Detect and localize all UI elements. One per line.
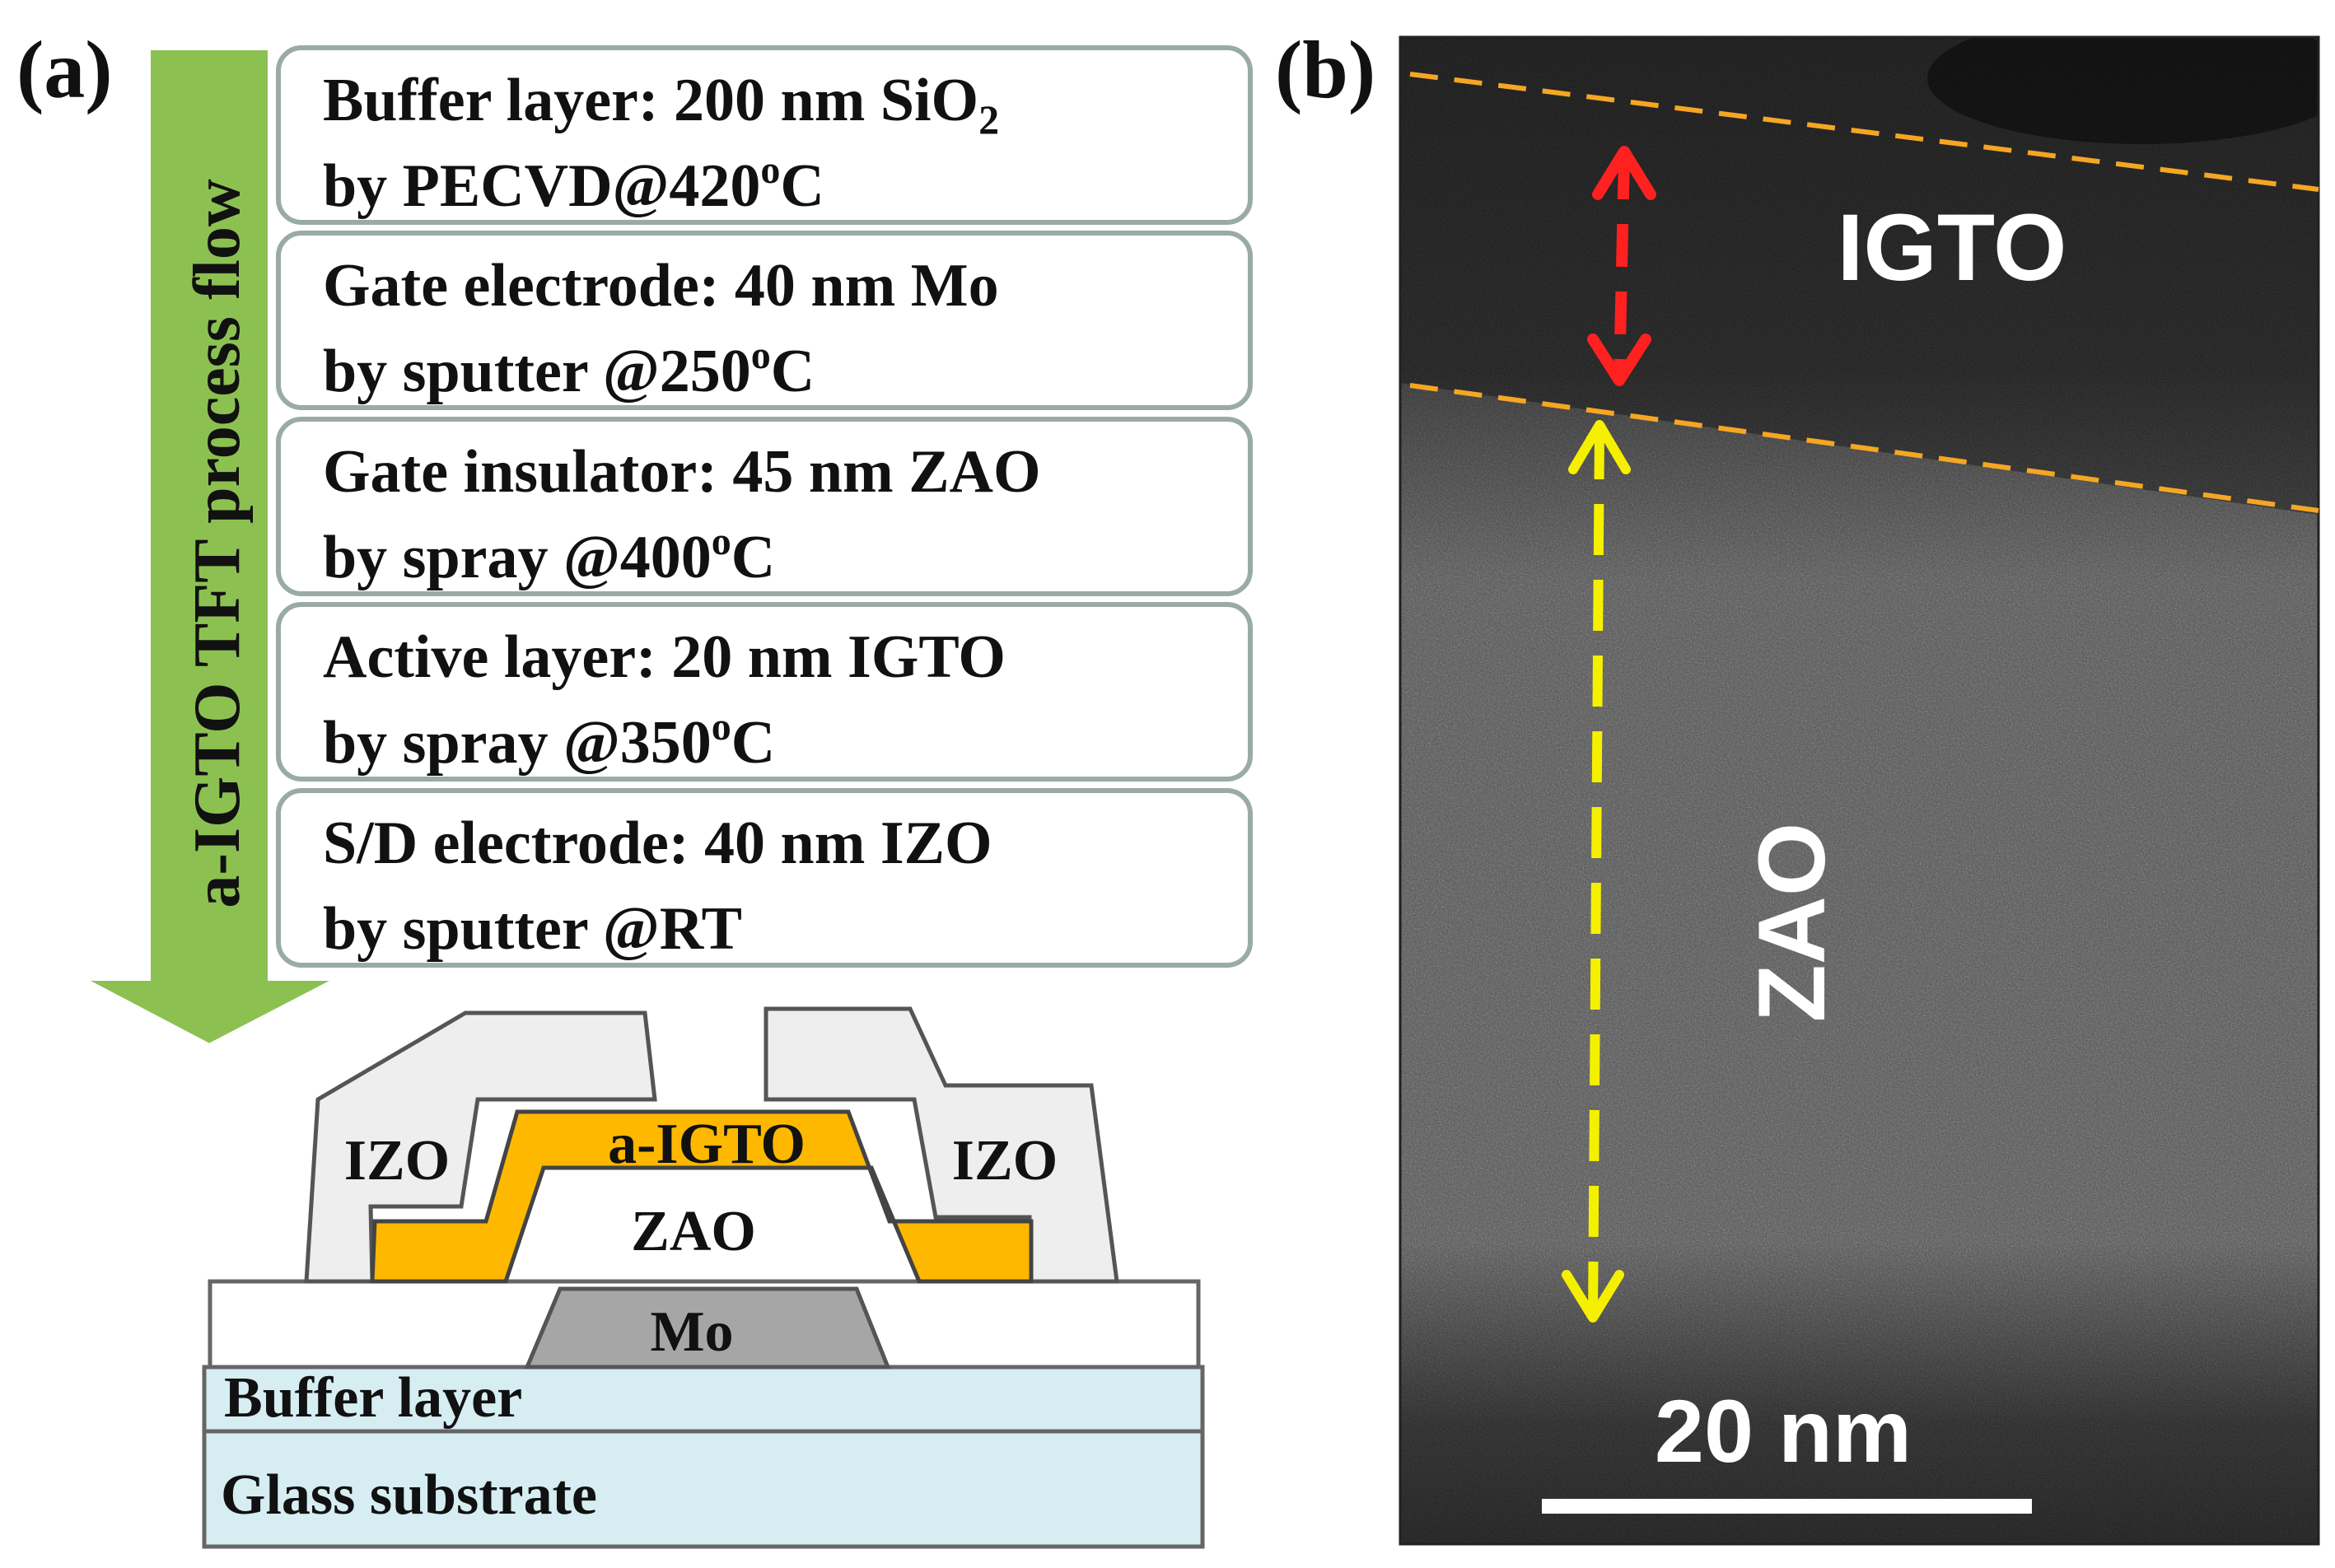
mo-gate (524, 1286, 891, 1370)
panel-b-label: (b) (1275, 24, 1375, 115)
scale-bar (1542, 1499, 2032, 1514)
izo-right-label: IZO (952, 1129, 1058, 1192)
top-interface-line (1409, 72, 2319, 192)
device-cross-section: IZO IZO a-IGTO ZAO Mo Buffer layer Glass… (202, 1006, 1205, 1549)
glass-substrate-label: Glass substrate (221, 1463, 597, 1527)
buffer-layer (202, 1365, 1205, 1434)
process-step-line1: Buffer layer: 200 nm SiO2 (323, 67, 999, 142)
process-step-line2: by sputter @RT (323, 895, 742, 963)
process-step-box (276, 602, 1253, 782)
panel-a-label: (a) (16, 24, 113, 115)
process-step-line2: by spray @350oC (323, 705, 775, 777)
process-step-box (276, 231, 1253, 410)
process-step-3: Gate insulator: 45 nm ZAO by spray @400oC (276, 417, 1253, 596)
process-step-box (276, 45, 1253, 225)
insulator-label: ZAO (631, 1200, 756, 1263)
buffer-layer-label: Buffer layer (224, 1366, 522, 1430)
process-step-line2: by PECVD@420oC (323, 148, 824, 220)
igto-zao-interface-line (1409, 383, 2319, 513)
gate-label: Mo (650, 1300, 733, 1364)
arrow-label: a-IGTO TFT process flow (181, 179, 254, 908)
process-step-line1: Gate electrode: 40 nm Mo (323, 252, 999, 320)
process-step-4: Active layer: 20 nm IGTO by spray @350oC (276, 602, 1253, 782)
active-layer-label: a-IGTO (608, 1113, 806, 1176)
process-step-line1: Active layer: 20 nm IGTO (323, 623, 1006, 691)
process-flow-arrow: a-IGTO TFT process flow (79, 45, 341, 1049)
process-step-box (276, 417, 1253, 596)
a-igto-active-layer (370, 1109, 1034, 1284)
process-step-2: Gate electrode: 40 nm Mo by sputter @250o… (276, 231, 1253, 410)
izo-left-electrode (304, 1010, 657, 1284)
tem-frame (1399, 35, 2320, 1546)
process-step-line2: by sputter @250oC (323, 334, 815, 405)
zao-thickness-arrow (1562, 420, 1631, 1323)
process-step-box (276, 788, 1253, 968)
izo-left-label: IZO (344, 1129, 450, 1192)
scale-bar-label: 20 nm (1655, 1381, 1912, 1481)
process-step-line2: by spray @400oC (323, 520, 775, 591)
process-step-line1: S/D electrode: 40 nm IZO (323, 810, 992, 877)
zao-label: ZAO (1740, 823, 1845, 1023)
process-step-line1: Gate insulator: 45 nm ZAO (323, 438, 1041, 506)
process-step-5: S/D electrode: 40 nm IZO by sputter @RT (276, 788, 1253, 968)
izo-right-electrode (764, 1006, 1119, 1284)
igto-label: IGTO (1837, 195, 2066, 301)
igto-thickness-arrow (1587, 146, 1656, 386)
tem-image (1400, 37, 2319, 1544)
